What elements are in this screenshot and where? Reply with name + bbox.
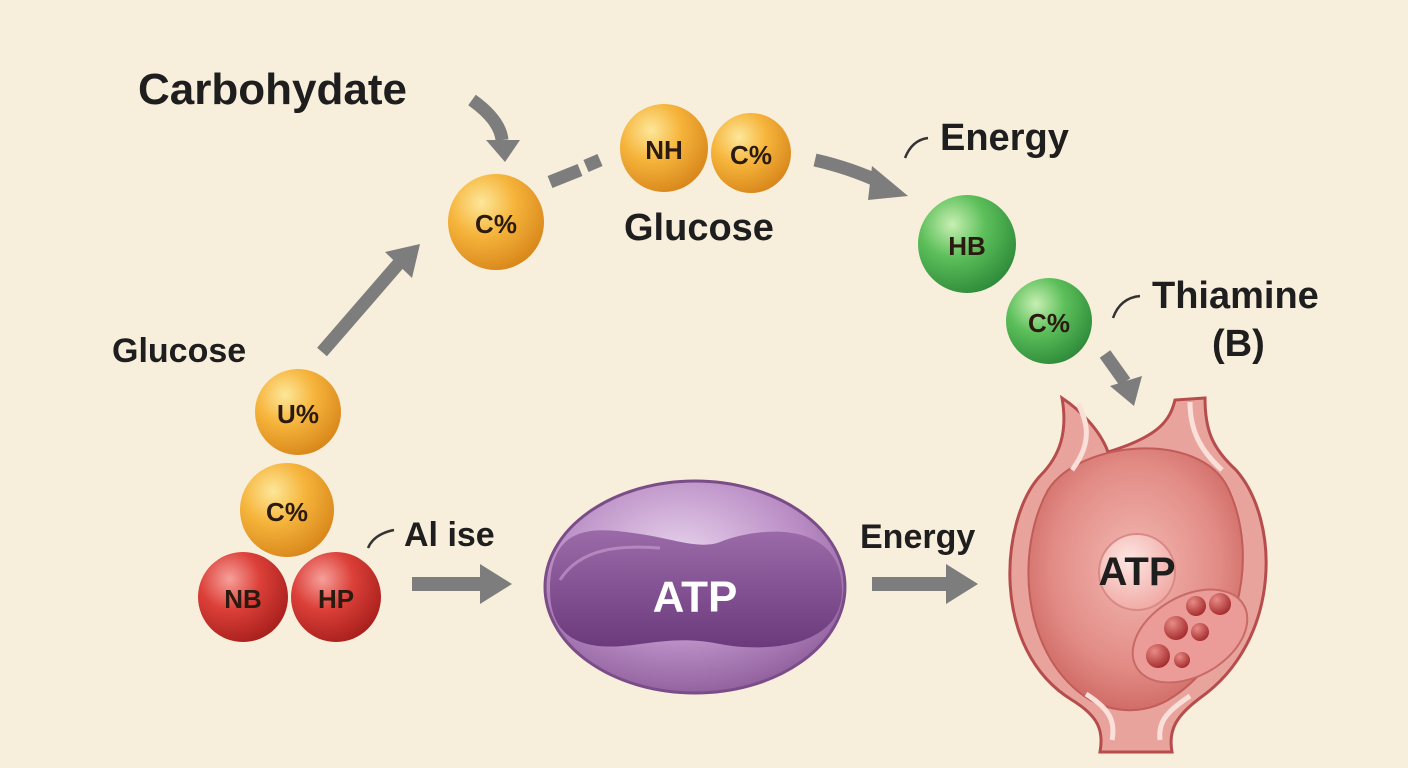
svg-text:C%: C% bbox=[266, 497, 308, 527]
label-thiamine: Thiamine bbox=[1152, 275, 1319, 317]
svg-text:C%: C% bbox=[730, 140, 772, 170]
molecule-c-left: C% bbox=[240, 463, 334, 557]
molecule-c-glucose: C% bbox=[711, 113, 791, 193]
atp-heart-label: ATP bbox=[1098, 550, 1175, 594]
label-energy-top: Energy bbox=[940, 117, 1069, 159]
atp-center-label: ATP bbox=[653, 573, 738, 622]
blood-cell bbox=[1174, 652, 1190, 668]
molecule-nh: NH bbox=[620, 104, 708, 192]
molecule-c-top: C% bbox=[448, 174, 544, 270]
svg-text:HB: HB bbox=[948, 231, 986, 261]
arrow-carbohydrate-to-c bbox=[468, 94, 520, 162]
svg-text:C%: C% bbox=[475, 209, 517, 239]
arrow-c-green-down bbox=[1099, 350, 1142, 406]
label-energy-mid: Energy bbox=[860, 518, 975, 556]
molecule-nb: NB bbox=[198, 552, 288, 642]
blood-cell bbox=[1186, 596, 1206, 616]
molecule-hb: HB bbox=[918, 195, 1016, 293]
molecule-c-green: C% bbox=[1006, 278, 1092, 364]
dashed-connector-c-to-nh bbox=[547, 154, 603, 189]
blood-cell bbox=[1209, 593, 1231, 615]
label-carbohydrate: Carbohydate bbox=[138, 65, 407, 114]
svg-text:U%: U% bbox=[277, 399, 319, 429]
svg-text:C%: C% bbox=[1028, 308, 1070, 338]
blood-cell bbox=[1164, 616, 1188, 640]
energy-tick bbox=[903, 136, 929, 159]
arrow-glucose-to-energy bbox=[813, 153, 908, 200]
label-thiamine-b: (B) bbox=[1212, 323, 1265, 365]
alise-tick bbox=[366, 528, 395, 549]
arrow-to-atp-center bbox=[412, 564, 512, 604]
molecule-hp: HP bbox=[291, 552, 381, 642]
svg-text:NB: NB bbox=[224, 584, 262, 614]
svg-text:HP: HP bbox=[318, 584, 354, 614]
label-glucose-top: Glucose bbox=[624, 207, 774, 249]
heart-vessel: ATP bbox=[1008, 394, 1268, 754]
label-al-ise: Al ise bbox=[404, 516, 495, 554]
blood-cell bbox=[1146, 644, 1170, 668]
blood-cell bbox=[1191, 623, 1209, 641]
atp-capsule: ATP bbox=[543, 479, 847, 695]
svg-text:NH: NH bbox=[645, 135, 683, 165]
arrow-energy-to-heart bbox=[872, 564, 978, 604]
molecule-u: U% bbox=[255, 369, 341, 455]
arrow-glucose-left-up bbox=[317, 244, 420, 357]
thiamine-tick bbox=[1111, 294, 1141, 319]
label-glucose-left: Glucose bbox=[112, 332, 246, 370]
